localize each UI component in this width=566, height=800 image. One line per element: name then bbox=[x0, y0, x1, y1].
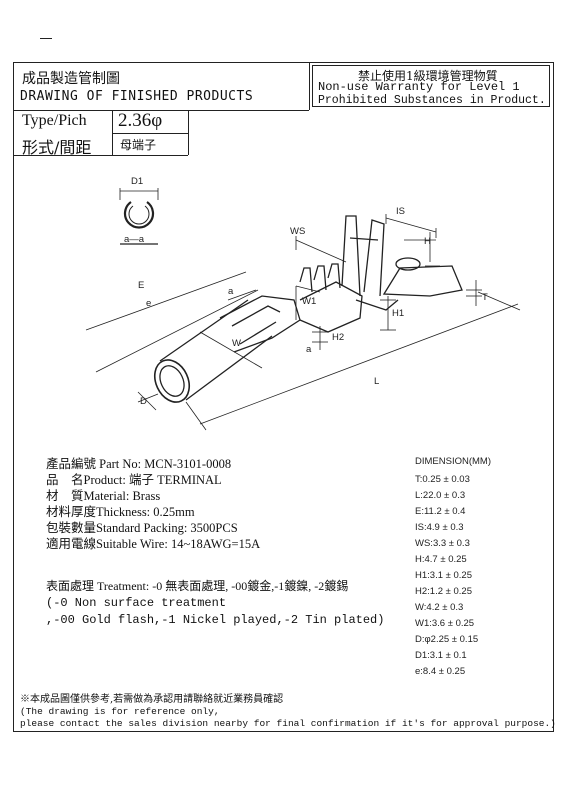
footer-note: ※本成品圖僅供參考,若需做為承認用請聯絡就近業務員確認 (The drawing… bbox=[20, 694, 556, 730]
label-d: D bbox=[140, 396, 147, 407]
pitch-value: 2.36φ bbox=[118, 110, 163, 131]
dimension-title: DIMENSION(MM) bbox=[415, 456, 491, 467]
label-w1: W1 bbox=[302, 296, 316, 307]
spec-packing: 包裝數量Standard Packing: 3500PCS bbox=[46, 521, 238, 535]
type-box-bottom bbox=[13, 155, 188, 156]
label-l: L bbox=[374, 376, 379, 387]
title-cn: 成品製造管制圖 bbox=[22, 71, 120, 87]
warranty-en-2: Prohibited Substances in Product. bbox=[318, 94, 546, 107]
dimension-row: H1:3.1 ± 0.25 bbox=[415, 570, 472, 581]
warranty-en-1: Non-use Warranty for Level 1 bbox=[318, 80, 520, 94]
dimension-row: T:0.25 ± 0.03 bbox=[415, 474, 470, 485]
footer-note-cn: ※本成品圖僅供參考,若需做為承認用請聯絡就近業務員確認 bbox=[20, 694, 284, 705]
spec-product: 品 名Product: 端子 TERMINAL bbox=[46, 473, 222, 487]
header-split bbox=[309, 62, 310, 110]
treatment-line-3: ,-00 Gold flash,-1 Nickel played,-2 Tin … bbox=[46, 613, 385, 627]
dimension-table: DIMENSION(MM) T:0.25 ± 0.03 L:22.0 ± 0.3… bbox=[415, 456, 543, 686]
label-e-small: e bbox=[146, 298, 151, 309]
dimension-row: L:22.0 ± 0.3 bbox=[415, 490, 466, 501]
warranty-cn: 禁止使用1級環境管理物質 bbox=[358, 69, 498, 83]
type-value: 母端子 bbox=[120, 138, 157, 152]
dimension-row: D:φ2.25 ± 0.15 bbox=[415, 634, 479, 645]
dimension-row: W1:3.6 ± 0.25 bbox=[415, 618, 475, 629]
drawing-frame bbox=[13, 62, 554, 732]
type-label-cn: 形式/間距 bbox=[22, 138, 92, 157]
type-box-midline bbox=[112, 133, 188, 134]
label-t: T bbox=[482, 292, 488, 303]
terminal-body bbox=[153, 215, 463, 403]
treatment-block: 表面處理 Treatment: -0 無表面處理, -00鍍金,-1鍍鎳, -2… bbox=[46, 578, 384, 629]
header-divider bbox=[13, 110, 309, 111]
dimension-row: H:4.7 ± 0.25 bbox=[415, 554, 467, 565]
label-section: a—a bbox=[124, 234, 145, 245]
dimension-lines bbox=[85, 214, 521, 431]
dimension-row: IS:4.9 ± 0.3 bbox=[415, 522, 464, 533]
dimension-row: W:4.2 ± 0.3 bbox=[415, 602, 464, 613]
label-h1: H1 bbox=[392, 308, 404, 319]
terminal-drawing: D1 a—a bbox=[85, 176, 521, 431]
dimension-row: D1:3.1 ± 0.1 bbox=[415, 650, 467, 661]
dimension-row: e:8.4 ± 0.25 bbox=[415, 666, 466, 677]
type-box-right bbox=[188, 110, 189, 155]
spec-material: 材 質Material: Brass bbox=[46, 489, 161, 503]
title-en: DRAWING OF FINISHED PRODUCTS bbox=[20, 89, 254, 104]
treatment-line-1: 表面處理 Treatment: -0 無表面處理, -00鍍金,-1鍍鎳, -2… bbox=[46, 579, 349, 593]
label-h2: H2 bbox=[332, 332, 344, 343]
dimension-row: E:11.2 ± 0.4 bbox=[415, 506, 466, 517]
corner-mark bbox=[40, 38, 52, 39]
label-w: W bbox=[232, 338, 241, 349]
spec-thickness: 材料厚度Thickness: 0.25mm bbox=[46, 505, 195, 519]
spec-part-no: 產品編號 Part No: MCN-3101-0008 bbox=[46, 457, 232, 471]
footer-note-en-1: (The drawing is for reference only, bbox=[20, 706, 220, 717]
label-d1: D1 bbox=[131, 176, 143, 187]
label-is: IS bbox=[396, 206, 405, 217]
dimension-row: H2:1.2 ± 0.25 bbox=[415, 586, 472, 597]
dimension-row: WS:3.3 ± 0.3 bbox=[415, 538, 470, 549]
footer-note-en-2: please contact the sales division nearby… bbox=[20, 718, 556, 729]
label-ws: WS bbox=[290, 226, 305, 237]
spec-wire: 適用電線Suitable Wire: 14~18AWG=15A bbox=[46, 537, 261, 551]
type-box-split bbox=[112, 110, 113, 155]
label-a-bottom: a bbox=[306, 344, 312, 355]
treatment-line-2: (-0 Non surface treatment bbox=[46, 596, 227, 610]
label-h: H bbox=[424, 236, 431, 247]
label-e-big: E bbox=[138, 280, 144, 291]
label-a-top: a bbox=[228, 286, 234, 297]
warranty-box bbox=[312, 65, 550, 107]
type-label-en: Type/Pich bbox=[22, 112, 87, 129]
spec-list: 產品編號 Part No: MCN-3101-0008 品 名Product: … bbox=[46, 456, 260, 552]
section-view bbox=[119, 188, 159, 245]
